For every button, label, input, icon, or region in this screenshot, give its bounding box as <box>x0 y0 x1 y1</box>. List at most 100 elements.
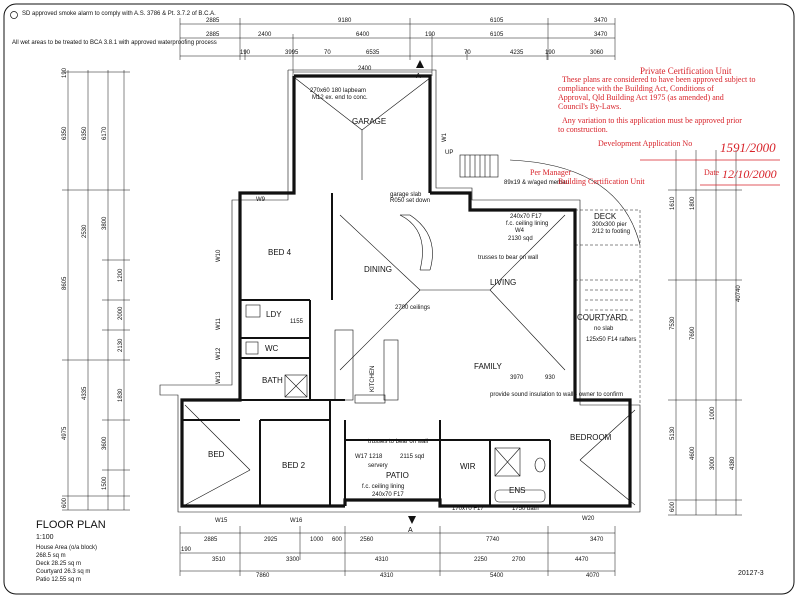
window-tag-w1: W1 <box>442 132 448 142</box>
bottom-dim-13: 2700 <box>512 557 526 563</box>
room-patio: PATIO <box>386 471 409 480</box>
window-tag-w20: W20 <box>582 516 595 522</box>
top-dim-16: 4235 <box>510 50 524 56</box>
note-wet-areas: All wet areas to be treated to BCA 3.8.1… <box>12 40 217 46</box>
top-dimensions: 2885 9180 6105 3470 2885 2400 6400 190 6… <box>179 18 616 76</box>
top-dim-12: 3995 <box>285 50 299 56</box>
window-tag-w11: W11 <box>216 317 222 330</box>
general-notes: SD approved smoke alarm to comply with A… <box>10 11 217 46</box>
stamp-heading: Private Certification Unit <box>640 66 732 76</box>
left-dim-16: 1500 <box>102 476 108 490</box>
top-dim-2: 9180 <box>338 18 352 24</box>
bottom-dim-16: 4310 <box>380 573 394 579</box>
note-garage-step: garage slab <box>390 192 422 198</box>
note-family-dim2: 930 <box>545 375 556 381</box>
right-dim-9: 3000 <box>710 456 716 470</box>
window-tag-w10: W10 <box>216 249 222 262</box>
bottom-dimensions: 2885 2925 1000 600 2560 7740 3470 190 35… <box>179 526 616 579</box>
bottom-dim-4: 600 <box>332 537 343 543</box>
left-dim-6: 6350 <box>82 126 88 140</box>
top-dim-3: 6105 <box>490 18 504 24</box>
stair <box>399 214 433 271</box>
left-dim-3: 8605 <box>62 276 68 290</box>
note-trusses-living: trusses to bear on wall <box>478 255 538 261</box>
top-dim-6: 2400 <box>258 32 272 38</box>
right-dim-8: 1000 <box>710 406 716 420</box>
note-deck-2: 2/12 to footing <box>592 229 630 235</box>
room-bed2: BED 2 <box>282 461 306 470</box>
sheet-border <box>3 3 795 595</box>
right-dimensions: 1610 7530 5130 600 1800 7690 4600 40740 … <box>668 150 742 516</box>
smoke-alarm-icon <box>10 11 18 19</box>
bottom-dim-17: 5400 <box>490 573 504 579</box>
stamp-unit-label: Building Certification Unit <box>558 177 645 186</box>
window-tags: W1 W20 W15 W16 W11 W12 W13 W10 W9 <box>215 132 595 524</box>
deck-area: Deck 28.25 sq m <box>36 561 81 567</box>
note-ldy-dim: 1155 <box>290 319 304 325</box>
note-garage-step2: R050 set down <box>390 198 430 204</box>
note-patio-2: 240x70 F17 <box>372 492 404 498</box>
top-dim-10: 3470 <box>594 32 608 38</box>
patio-area: Patio 12.55 sq m <box>36 577 81 583</box>
right-dim-10: 4380 <box>730 456 736 470</box>
note-ens-bath: 1750 bath <box>512 506 539 512</box>
house-area-label: House Area (o/a block) <box>36 545 97 551</box>
note-courtyard-2: 125x50 F14 rafters <box>586 337 636 343</box>
stamp-date-label: Date <box>704 168 720 177</box>
note-ceilings: 2700 ceilings <box>395 305 430 311</box>
top-dim-15: 70 <box>464 50 471 56</box>
bottom-dim-1: 2885 <box>204 537 218 543</box>
note-living-sqm: 2130 sqd <box>508 236 533 242</box>
note-smoke-alarm: SD approved smoke alarm to comply with A… <box>22 11 216 17</box>
room-bath: BATH <box>262 376 283 385</box>
stamp-body-1: These plans are considered to have been … <box>562 75 755 84</box>
note-deck-fixing: 89x19 & w/aged merbau <box>504 180 569 186</box>
left-dimensions: 190 6350 8605 4975 600 6350 2530 4335 61… <box>62 67 130 511</box>
kitchen-bench <box>334 329 399 404</box>
title-block: FLOOR PLAN 1:100 House Area (o/a block) … <box>36 519 106 583</box>
bathroom-fixtures <box>245 304 546 503</box>
bottom-dim-3: 1000 <box>310 537 324 543</box>
stamp-body-4: Council's By-Laws. <box>558 102 621 111</box>
bottom-dim-18: 4070 <box>586 573 600 579</box>
bottom-dim-9: 3510 <box>212 557 226 563</box>
left-dim-7: 2530 <box>82 224 88 238</box>
top-dim-4: 3470 <box>594 18 608 24</box>
left-dim-15: 3600 <box>102 436 108 450</box>
note-insulation: provide sound insulation to wall - owner… <box>490 392 623 398</box>
internal-walls <box>182 193 551 506</box>
deck-outline <box>509 159 641 405</box>
bottom-dim-11: 4310 <box>375 557 389 563</box>
bottom-dim-2: 2925 <box>264 537 278 543</box>
room-dining: DINING <box>364 265 392 274</box>
bottom-dim-7: 3470 <box>590 537 604 543</box>
note-garage-slab: 270x60 180 lapbeam <box>310 88 366 94</box>
right-dim-5: 1800 <box>690 196 696 210</box>
stamp-per-label: Per Manager <box>530 168 571 177</box>
note-deck-1: 300x300 pier <box>592 222 627 228</box>
top-dim-1: 2885 <box>206 18 220 24</box>
plan-title: FLOOR PLAN <box>36 519 106 531</box>
window-tag-w9: W9 <box>256 197 266 203</box>
room-labels: GARAGE BED 4 DINING LIVING DECK COURTYAR… <box>208 117 627 495</box>
top-dim-9: 6105 <box>490 32 504 38</box>
window-tag-w15: W15 <box>215 518 228 524</box>
left-dim-11: 1200 <box>118 268 124 282</box>
room-wir: WIR <box>460 462 476 471</box>
top-dim-garage: 2400 <box>358 66 372 72</box>
note-servery: servery <box>368 463 388 469</box>
room-kitchen: KITCHEN <box>370 366 376 392</box>
stamp-variation-2: to construction. <box>558 125 608 134</box>
room-wc: WC <box>265 344 279 353</box>
approval-stamp: Private Certification Unit These plans a… <box>530 66 780 186</box>
right-dim-7: 4600 <box>690 446 696 460</box>
left-dim-14: 1830 <box>118 388 124 402</box>
garage-steps[interactable] <box>459 154 499 178</box>
left-dim-2: 6350 <box>62 126 68 140</box>
room-ldy: LDY <box>266 310 282 319</box>
bottom-dim-12: 2250 <box>474 557 488 563</box>
note-patio-1: f.c. ceiling lining <box>362 484 404 490</box>
left-dim-9: 6170 <box>102 126 108 140</box>
bottom-dim-14: 4470 <box>575 557 589 563</box>
